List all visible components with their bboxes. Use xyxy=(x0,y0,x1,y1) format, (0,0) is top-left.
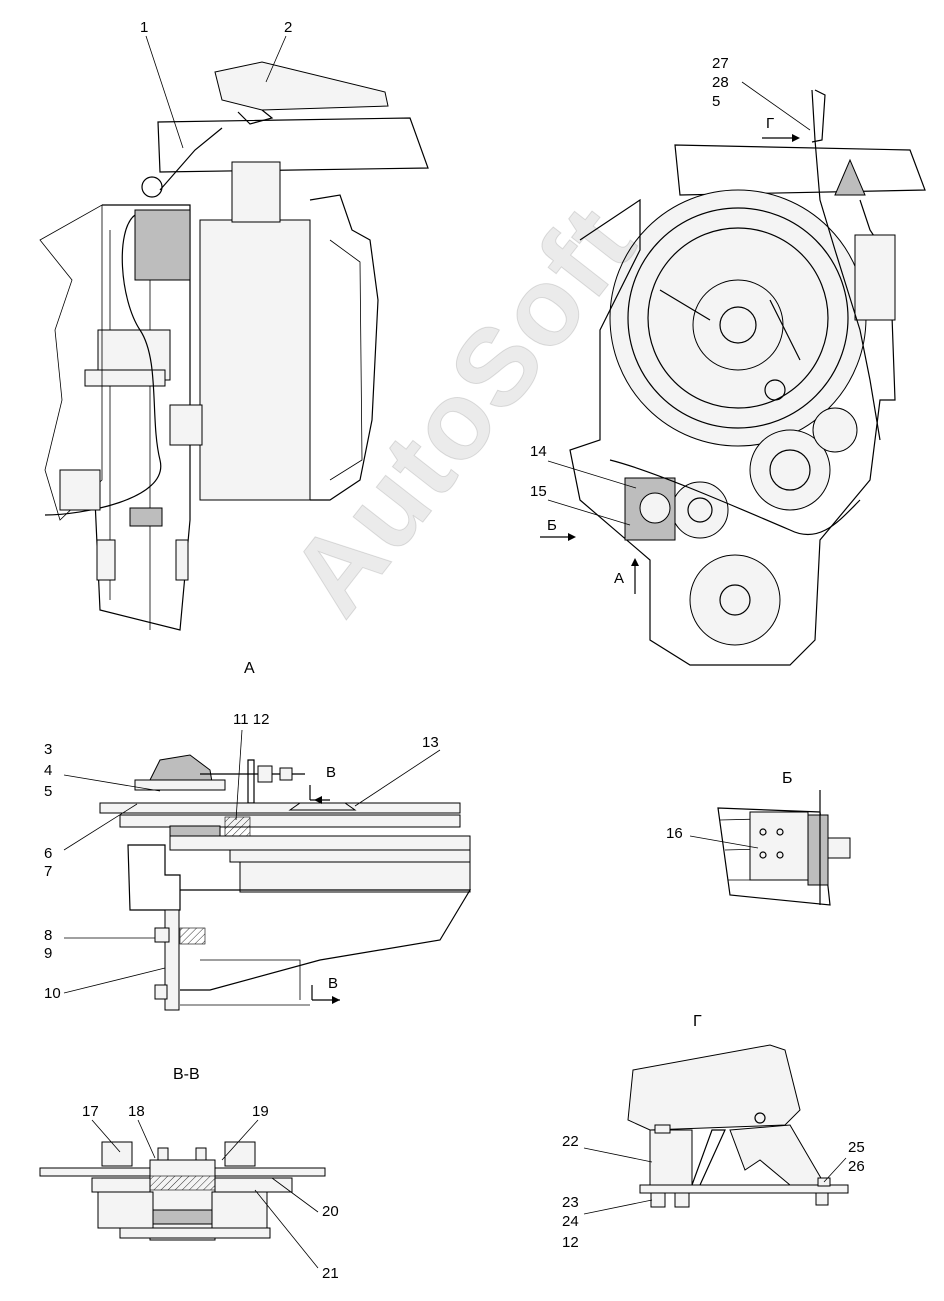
arrow-label-b: Б xyxy=(547,517,557,534)
arrow-label-a: А xyxy=(614,570,625,587)
callout-18: 18 xyxy=(128,1103,145,1120)
callout-23: 23 xyxy=(562,1194,579,1211)
callout-4: 4 xyxy=(44,762,53,779)
callout-28: 28 xyxy=(712,74,729,91)
view-title-a: А xyxy=(244,660,255,677)
view-title-vv: В-В xyxy=(173,1066,200,1083)
callout-1: 1 xyxy=(140,19,149,36)
section-label-v-bottom: В xyxy=(328,975,339,992)
callout-5: 5 xyxy=(44,783,53,800)
callout-9: 9 xyxy=(44,945,53,962)
callout-3: 3 xyxy=(44,741,53,758)
callout-19: 19 xyxy=(252,1103,269,1120)
callout-22: 22 xyxy=(562,1133,579,1150)
view-b xyxy=(717,790,851,906)
callout-15: 15 xyxy=(530,483,547,500)
callout-6: 6 xyxy=(44,845,53,862)
callout-12: 12 xyxy=(562,1234,579,1251)
callout-11-12: 11 12 xyxy=(233,711,270,728)
callout-20: 20 xyxy=(322,1203,339,1220)
callout-10: 10 xyxy=(44,985,61,1002)
arrow-label-g: Г xyxy=(766,115,775,132)
callout-17: 17 xyxy=(82,1103,99,1120)
callout-5-top: 5 xyxy=(712,93,721,110)
callout-2: 2 xyxy=(284,19,293,36)
callout-13: 13 xyxy=(422,734,439,751)
callout-8: 8 xyxy=(44,927,53,944)
side-view-engine xyxy=(39,61,429,631)
view-title-b: Б xyxy=(782,770,793,787)
callout-21: 21 xyxy=(322,1265,339,1282)
callout-14: 14 xyxy=(530,443,547,460)
callout-24: 24 xyxy=(562,1213,579,1230)
callout-27: 27 xyxy=(712,55,729,72)
section-vv xyxy=(39,1141,326,1241)
view-a xyxy=(99,754,472,1011)
section-label-v-top: В xyxy=(326,764,337,781)
callout-26: 26 xyxy=(848,1158,865,1175)
front-view-engine xyxy=(569,89,926,666)
leader-lines xyxy=(63,35,847,1269)
callout-16: 16 xyxy=(666,825,683,842)
callout-7: 7 xyxy=(44,863,53,880)
callout-25: 25 xyxy=(848,1139,865,1156)
view-title-g: Г xyxy=(693,1013,702,1030)
view-g xyxy=(627,1044,849,1208)
